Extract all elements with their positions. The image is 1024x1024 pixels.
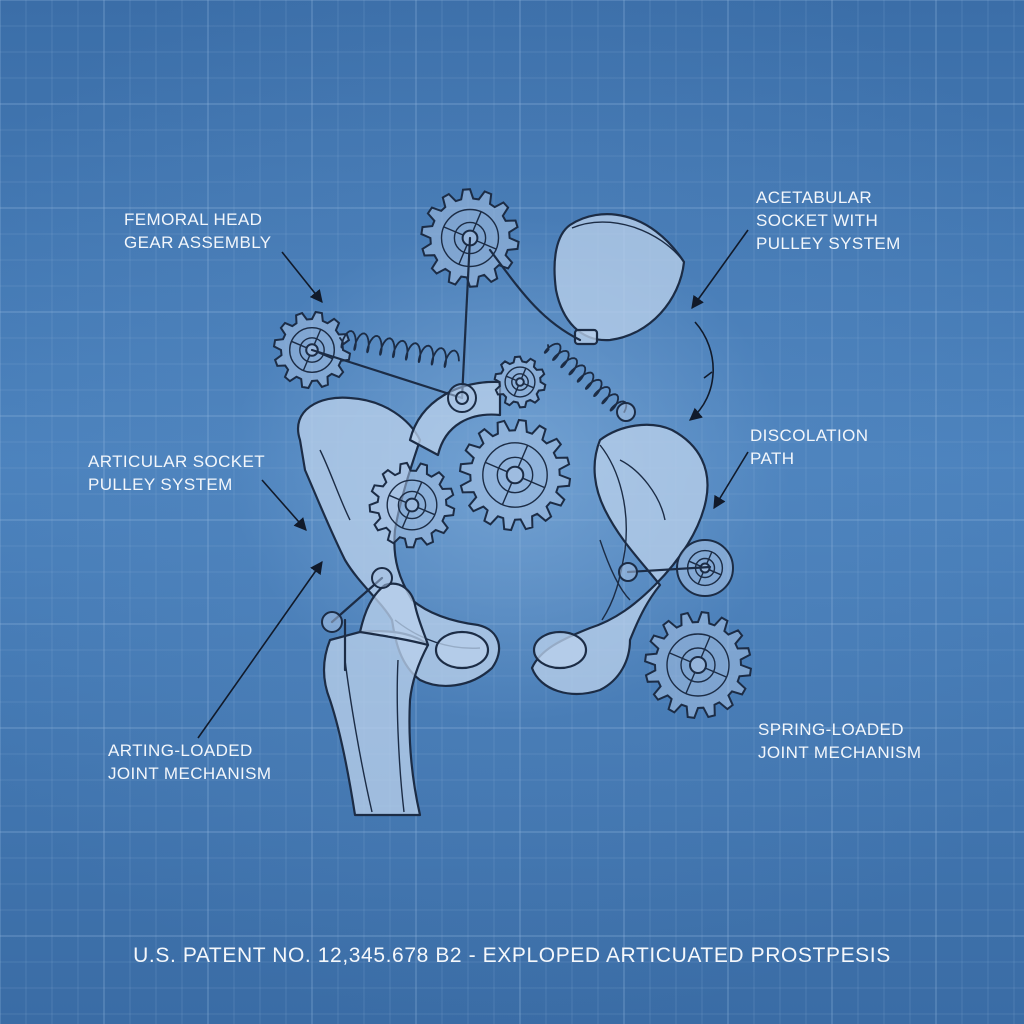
- gear-wheel-right-spoke: [706, 551, 713, 565]
- pelvis-right-foramen: [532, 630, 588, 670]
- gear-top-spoke: [443, 226, 464, 236]
- leader-dislocation: [713, 451, 749, 510]
- pivot-spring-end: [616, 402, 636, 422]
- gear-left-spoke: [302, 355, 311, 371]
- gear-main-center-spoke: [485, 461, 508, 473]
- pivot-right: [618, 562, 638, 582]
- gear-small-center-spoke: [520, 368, 527, 379]
- gear-right-lower-spoke: [700, 636, 711, 658]
- label-acetabular-socket: ACETABULAR SOCKET WITH PULLEY SYSTEM: [756, 188, 901, 253]
- gear-main-center-spoke: [517, 445, 529, 468]
- gear-main-center-ring: [496, 456, 534, 494]
- femur-inner-line: [344, 659, 405, 813]
- dislocation-arrow-tick: [703, 371, 713, 379]
- gear-wheel-right-spoke: [688, 560, 702, 567]
- gear-top-spoke: [476, 240, 497, 250]
- gear-left-center-spoke: [388, 494, 407, 504]
- gear-left-spoke: [291, 340, 307, 349]
- pivot-center-inner: [455, 391, 469, 405]
- gear-left-center-spoke: [401, 510, 411, 529]
- linkage-rod-3: [488, 248, 582, 342]
- gear-top-ring: [440, 208, 500, 268]
- label-femoral-head: FEMORAL HEAD GEAR ASSEMBLY: [124, 210, 272, 252]
- leader-acetabular: [691, 229, 749, 310]
- pelvis-right-inner: [599, 459, 666, 601]
- gear-right-lower-spoke: [685, 672, 696, 694]
- gear-right-lower-ring: [680, 647, 716, 683]
- spring-left: [339, 330, 460, 368]
- gear-main-center-ring: [505, 465, 525, 485]
- gear-right-lower-ring: [666, 633, 730, 697]
- gear-small-center-spoke: [523, 382, 534, 389]
- linkage-rod-1: [310, 348, 464, 400]
- acetabular-cup-rim: [571, 221, 685, 263]
- gear-left-center-spoke: [417, 506, 436, 516]
- gear-group: [272, 188, 752, 719]
- leader-femoral-head: [281, 251, 323, 303]
- gear-wheel-right-spoke: [697, 571, 704, 585]
- pelvis-left-foramen: [434, 630, 490, 670]
- linkage-rod-5: [330, 576, 384, 624]
- gear-main-center: [458, 418, 572, 532]
- linkage-rod-2: [460, 236, 472, 400]
- gear-small-center-ring: [511, 373, 529, 391]
- femur-shaft: [322, 630, 430, 817]
- gear-right-lower-ring: [689, 656, 707, 674]
- gear-right-lower: [644, 611, 752, 719]
- leader-articular: [261, 479, 307, 531]
- gear-left-spoke: [313, 329, 322, 345]
- dislocation-arrow: [689, 321, 714, 421]
- gear-left-ring: [299, 337, 325, 363]
- gear-small-center-spoke: [506, 375, 517, 382]
- gear-main-center-ring: [482, 442, 548, 508]
- cup-connector: [573, 328, 599, 346]
- gear-left-center-spoke: [413, 481, 423, 500]
- gear-right-lower-spoke: [705, 667, 727, 678]
- femur-neck: [358, 582, 430, 647]
- gear-top-spoke: [472, 211, 482, 232]
- pivot-femur: [371, 567, 393, 589]
- label-spring-loaded: SPRING-LOADED JOINT MECHANISM: [758, 720, 922, 762]
- linkage-rod-4: [626, 565, 712, 574]
- gear-main-center-spoke: [522, 477, 545, 489]
- spring-group: [339, 330, 628, 413]
- gear-top-spoke: [458, 244, 468, 265]
- gear-left-center-ring: [404, 497, 420, 513]
- acetabular-cup: [553, 213, 686, 342]
- gear-wheel-right-spoke: [708, 569, 722, 576]
- gear-main-center-spoke: [501, 482, 513, 505]
- gear-left-center-ring: [386, 479, 438, 531]
- label-articular-socket: ARTICULAR SOCKET PULLEY SYSTEM: [88, 452, 266, 494]
- gear-left-center-ring: [397, 490, 427, 520]
- gear-small-center: [493, 355, 547, 409]
- gear-small-center-ring: [504, 366, 536, 398]
- gear-left-ring: [289, 327, 336, 374]
- leader-arting: [197, 560, 323, 739]
- linkage-wire: [599, 444, 627, 621]
- pivot-femur-2: [321, 611, 343, 633]
- label-arting-loaded: ARTING-LOADED JOINT MECHANISM: [108, 741, 272, 783]
- pelvis-right-wing: [530, 423, 709, 695]
- label-dislocation-path: DISCOLATION PATH: [750, 426, 869, 468]
- gear-right-lower-spoke: [669, 652, 691, 663]
- spring-right: [543, 342, 628, 413]
- gear-left-center: [368, 461, 456, 549]
- patent-title: U.S. PATENT NO. 12,345.678 B2 - EXPLOPED…: [133, 944, 891, 967]
- gear-small-center-spoke: [513, 385, 520, 396]
- gear-small-center-ring: [515, 377, 525, 387]
